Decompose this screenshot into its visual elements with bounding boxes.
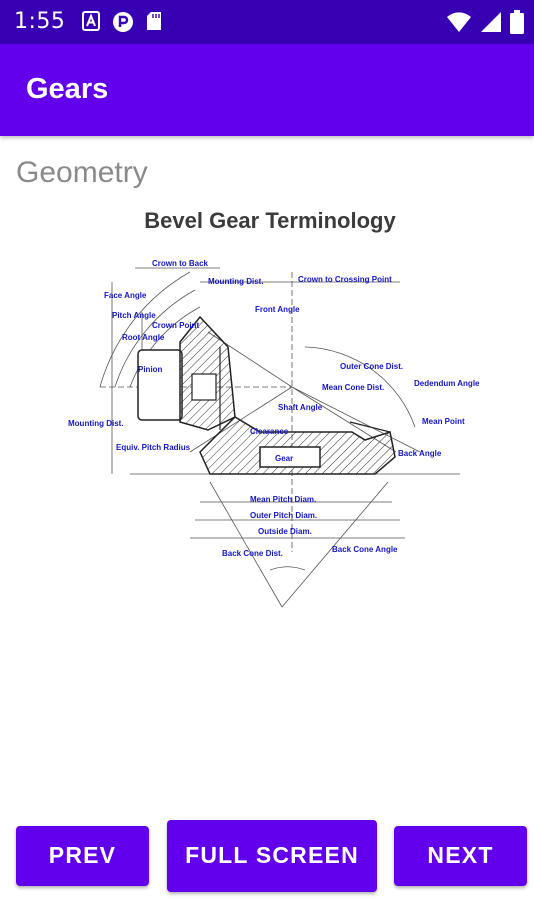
label-mounting-dist-left: Mounting Dist. bbox=[68, 419, 124, 428]
label-pinion: Pinion bbox=[138, 365, 163, 374]
label-mean-cone-dist: Mean Cone Dist. bbox=[322, 383, 384, 392]
label-mean-pitch-diam: Mean Pitch Diam. bbox=[250, 495, 316, 504]
label-outer-pitch-diam: Outer Pitch Diam. bbox=[250, 511, 317, 520]
status-right-icons bbox=[446, 10, 524, 38]
label-clearance: Clearance bbox=[250, 427, 289, 436]
prev-button[interactable]: PREV bbox=[16, 826, 149, 886]
label-back-angle: Back Angle bbox=[398, 449, 442, 458]
text-a-icon bbox=[82, 11, 100, 37]
label-outer-cone-dist: Outer Cone Dist. bbox=[340, 362, 403, 371]
diagram-title: Bevel Gear Terminology bbox=[144, 208, 396, 233]
label-shaft-angle: Shaft Angle bbox=[278, 403, 323, 412]
circle-p-icon bbox=[112, 11, 134, 37]
status-left-icons bbox=[82, 11, 162, 37]
wifi-icon bbox=[446, 11, 472, 37]
label-crown-to-crossing: Crown to Crossing Point bbox=[298, 275, 392, 284]
label-dedendum-angle: Dedendum Angle bbox=[414, 379, 480, 388]
label-face-angle: Face Angle bbox=[104, 291, 147, 300]
next-button[interactable]: NEXT bbox=[394, 826, 527, 886]
label-pitch-angle: Pitch Angle bbox=[112, 311, 156, 320]
label-gear: Gear bbox=[275, 454, 293, 463]
bevel-gear-diagram: Crown to Back Mounting Dist. Crown to Cr… bbox=[68, 259, 480, 608]
pinion-gear bbox=[137, 315, 236, 431]
label-mounting-dist-top: Mounting Dist. bbox=[208, 277, 264, 286]
label-crown-to-back: Crown to Back bbox=[152, 259, 209, 268]
label-front-angle: Front Angle bbox=[255, 305, 300, 314]
app-title: Gears bbox=[26, 73, 109, 105]
sd-card-icon bbox=[146, 11, 162, 37]
diagram-labels: Crown to Back Mounting Dist. Crown to Cr… bbox=[68, 259, 480, 558]
label-back-cone-angle: Back Cone Angle bbox=[332, 545, 398, 554]
ring-gear bbox=[199, 416, 396, 475]
battery-icon bbox=[510, 10, 524, 38]
full-screen-button[interactable]: FULL SCREEN bbox=[167, 820, 377, 892]
status-time: 1:55 bbox=[14, 9, 66, 34]
section-title: Geometry bbox=[16, 156, 148, 189]
label-root-angle: Root Angle bbox=[122, 333, 165, 342]
label-outside-diam: Outside Diam. bbox=[258, 527, 312, 536]
label-back-cone-dist: Back Cone Dist. bbox=[222, 549, 283, 558]
app-bar: Gears bbox=[0, 44, 534, 136]
label-crown-point: Crown Point bbox=[152, 321, 199, 330]
status-bar: 1:55 bbox=[0, 0, 534, 44]
signal-icon bbox=[480, 11, 502, 37]
label-equiv-pitch-radius: Equiv. Pitch Radius bbox=[116, 443, 191, 452]
label-mean-point: Mean Point bbox=[422, 417, 465, 426]
